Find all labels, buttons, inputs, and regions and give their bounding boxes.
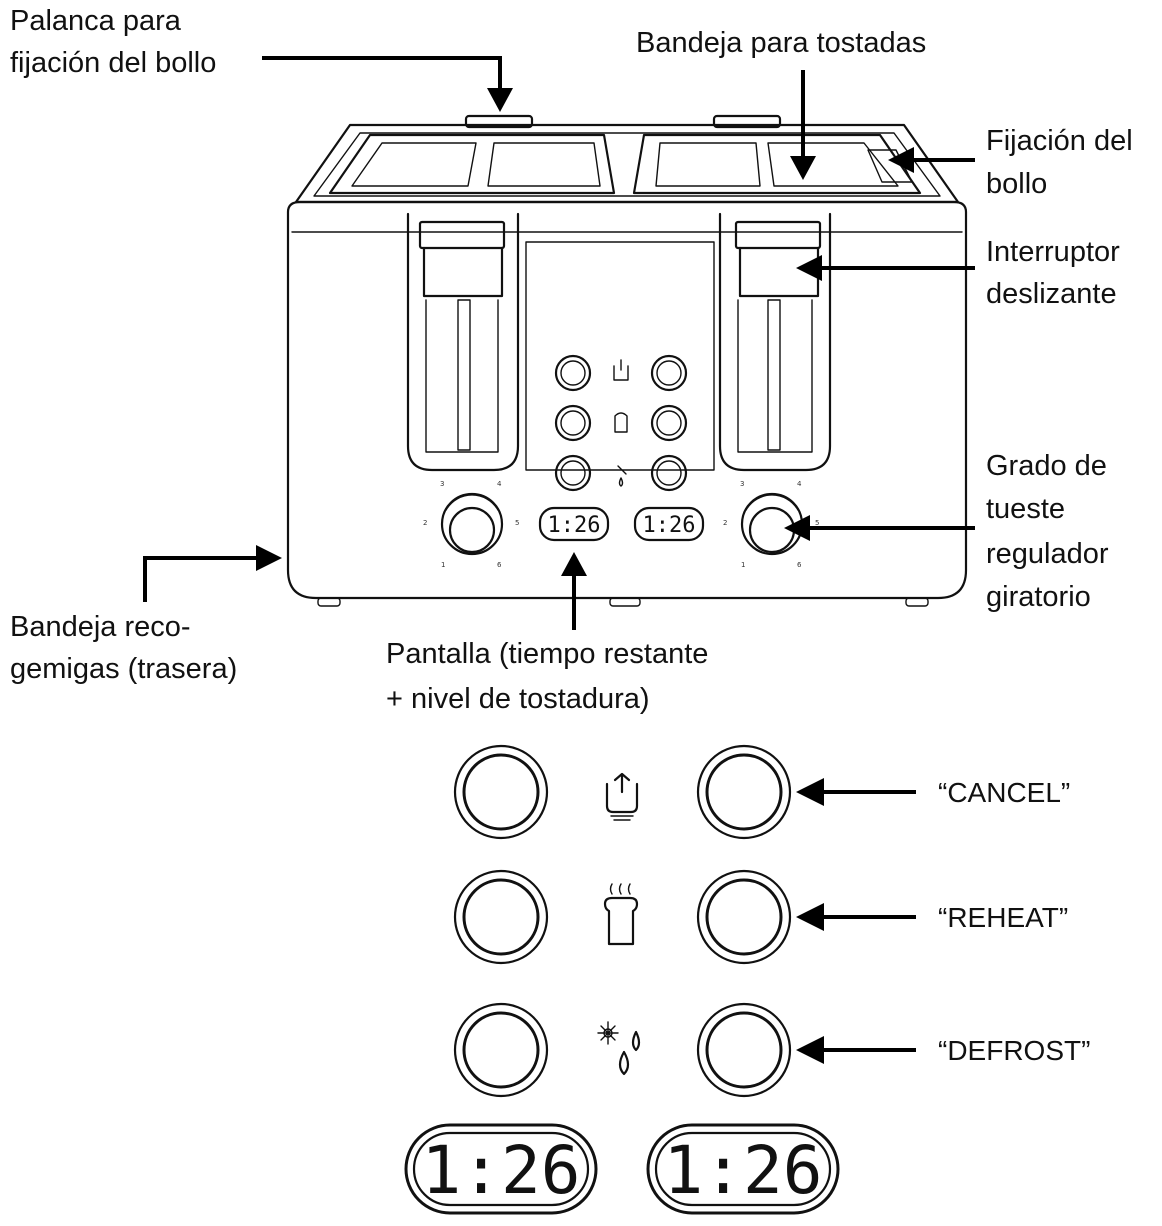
reheat-toast-icon bbox=[603, 883, 639, 946]
dial-mark: 4 bbox=[497, 480, 502, 488]
arrow-defrost-head bbox=[796, 1036, 824, 1064]
dial-mark: 3 bbox=[440, 480, 444, 488]
dial-mark: 6 bbox=[497, 561, 502, 569]
dial-mark: 4 bbox=[797, 480, 802, 488]
dial-mark: 2 bbox=[723, 519, 727, 527]
zoom-display-right-time: 1:26 bbox=[664, 1132, 823, 1209]
bun-lever-tab bbox=[464, 114, 534, 129]
cancel-button bbox=[696, 744, 792, 840]
toaster-buttons bbox=[554, 354, 688, 492]
arrow-reheat-head bbox=[796, 903, 824, 931]
arrow-grado-head bbox=[784, 515, 810, 541]
dial-mark: 2 bbox=[423, 519, 427, 527]
arrow-palanca bbox=[262, 56, 502, 90]
bun-lever-tab-right bbox=[712, 114, 782, 129]
label-recogemigas-line2: gemigas (trasera) bbox=[10, 653, 238, 685]
dial-mark: 1 bbox=[741, 561, 745, 569]
label-pantalla-line2: + nivel de tostadura) bbox=[386, 683, 650, 715]
toast-tray-left bbox=[328, 133, 616, 195]
dial-mark: 5 bbox=[815, 519, 819, 527]
label-pantalla-line1: Pantalla (tiempo restante bbox=[386, 638, 709, 670]
arrow-recogemigas-head bbox=[256, 545, 282, 571]
toaster-top bbox=[294, 123, 960, 204]
arrow-recogemigas bbox=[143, 556, 258, 602]
label-bandeja-tostadas: Bandeja para tostadas bbox=[636, 27, 927, 59]
arrow-bandeja-tostadas-head bbox=[790, 156, 816, 180]
browning-dial-left: 3 4 2 5 1 6 bbox=[423, 480, 519, 569]
zoom-button-left-3 bbox=[453, 1002, 549, 1098]
label-cancel: “CANCEL” bbox=[938, 777, 1071, 808]
label-palanca-line1: Palanca para bbox=[10, 5, 181, 37]
zoom-display-left-time: 1:26 bbox=[422, 1132, 581, 1209]
label-reheat: “REHEAT” bbox=[938, 902, 1069, 933]
zoomed-control-panel: 1:26 1:26 bbox=[404, 744, 916, 1215]
zoom-button-left-1 bbox=[453, 744, 549, 840]
label-palanca-line2: fijación del bollo bbox=[10, 47, 217, 79]
label-interruptor-line1: Interruptor bbox=[986, 236, 1120, 268]
zoom-display-right bbox=[646, 1123, 840, 1215]
zoom-button-left-2 bbox=[453, 869, 549, 965]
arrow-pantalla-head bbox=[561, 552, 587, 576]
bun-clip bbox=[867, 149, 913, 183]
arrow-palanca-head bbox=[487, 88, 513, 112]
dial-mark: 3 bbox=[740, 480, 744, 488]
slide-switch-right bbox=[734, 220, 822, 250]
browning-dial-right: 3 4 2 5 1 6 bbox=[723, 480, 819, 569]
slide-switch-left bbox=[418, 220, 506, 250]
bagel-lift-icon bbox=[605, 772, 639, 821]
toaster-display-left-time: 1:26 bbox=[548, 513, 601, 538]
lever-channel-left bbox=[406, 212, 520, 472]
label-defrost: “DEFROST” bbox=[938, 1035, 1091, 1066]
label-grado-line4: giratorio bbox=[986, 581, 1091, 613]
dial-mark: 1 bbox=[441, 561, 445, 569]
arrow-interruptor-head bbox=[796, 255, 822, 281]
zoom-display-left bbox=[404, 1123, 598, 1215]
toast-tray-right bbox=[632, 133, 922, 195]
label-recogemigas-line1: Bandeja reco- bbox=[10, 611, 191, 643]
toaster-display-left bbox=[538, 506, 610, 542]
label-interruptor-line2: deslizante bbox=[986, 278, 1117, 310]
reheat-button bbox=[696, 869, 792, 965]
label-grado-line2: tueste bbox=[986, 493, 1065, 525]
zoom-display-right-inner bbox=[654, 1131, 832, 1207]
dial-mark: 6 bbox=[797, 561, 802, 569]
toaster-display-right-time: 1:26 bbox=[643, 513, 696, 538]
label-fijacion-line1: Fijación del bbox=[986, 125, 1133, 157]
arrow-fijacion-head bbox=[888, 147, 914, 173]
defrost-icon bbox=[597, 1021, 641, 1076]
label-fijacion-line2: bollo bbox=[986, 168, 1048, 200]
label-grado-line1: Grado de bbox=[986, 450, 1107, 482]
toaster-illustration: 1:26 1:26 3 4 2 5 1 6 3 4 2 5 1 6 bbox=[286, 114, 968, 607]
arrow-cancel-head bbox=[796, 778, 824, 806]
dial-mark: 5 bbox=[515, 519, 519, 527]
lever-channel-right bbox=[718, 212, 832, 472]
control-panel bbox=[525, 241, 715, 471]
toaster-display-right bbox=[633, 506, 705, 542]
defrost-button bbox=[696, 1002, 792, 1098]
zoom-display-left-inner bbox=[412, 1131, 590, 1207]
label-grado-line3: regulador bbox=[986, 538, 1109, 570]
toaster-body bbox=[286, 200, 968, 600]
callout-arrows bbox=[143, 56, 975, 630]
